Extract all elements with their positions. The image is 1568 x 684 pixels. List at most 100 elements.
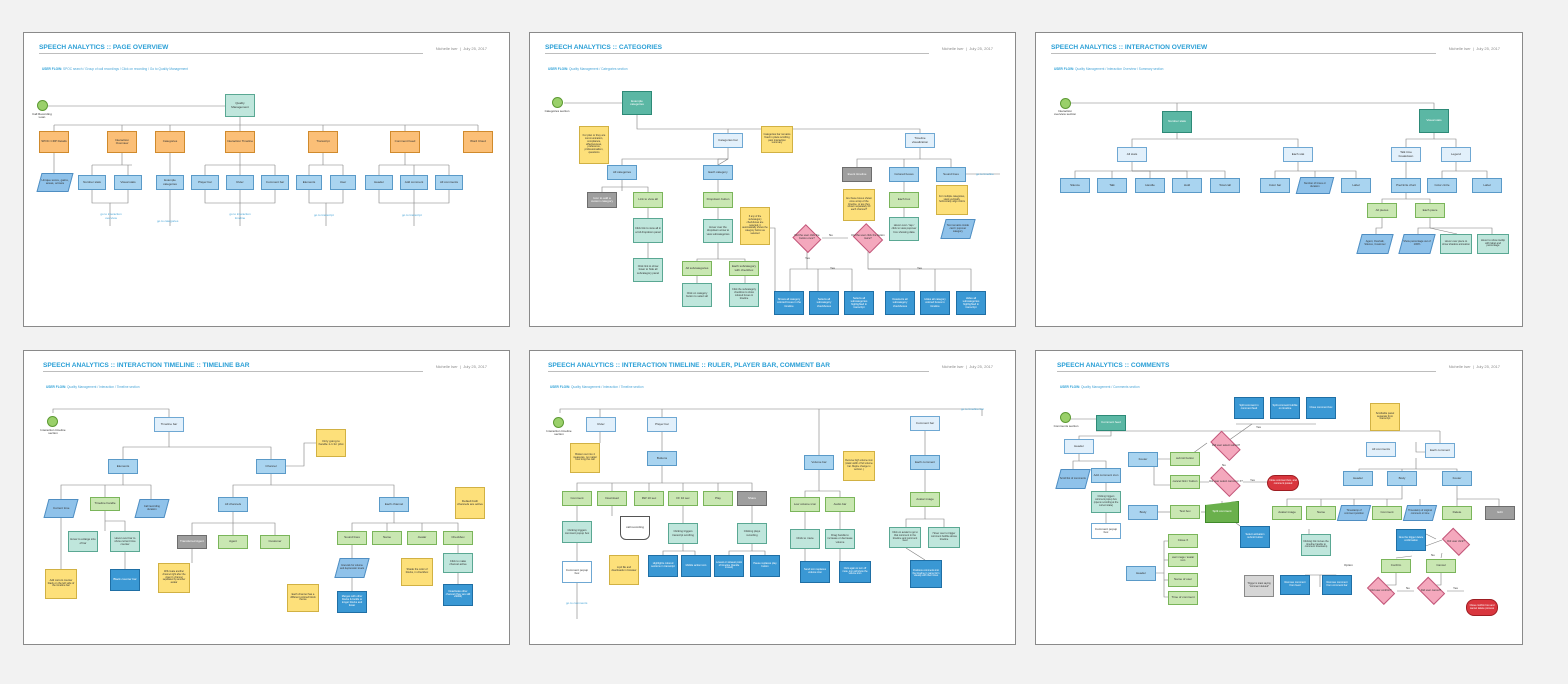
- node-hover-bubble: Hover over to trigger comment bubble abo…: [928, 527, 960, 548]
- node-transferred-agent: Transferred Agent: [177, 535, 207, 549]
- node-quality-management: Quality Management: [225, 94, 255, 117]
- node-show-fewer: Click link to show fewer to hide all sub…: [633, 258, 663, 282]
- node-ruler: Ruler: [226, 175, 254, 190]
- node-transcript-scroll: Clicking triggers transcript scrolling: [668, 523, 698, 544]
- panel-title: SPEECH ANALYTICS :: PAGE OVERVIEW: [39, 44, 169, 51]
- result-hides-boxes: Hides all category colored boxes in time…: [920, 291, 950, 315]
- start-node: [1060, 412, 1071, 423]
- node-time-of-comment: Time of comment: [1168, 591, 1198, 605]
- label-no-3: No: [1406, 586, 1410, 590]
- link-transcript-2[interactable]: go to transcript: [402, 213, 422, 217]
- note-pilot: Only going to handle 1-1 for pilot: [316, 429, 346, 457]
- label-no-1: No: [1222, 463, 1226, 467]
- label-yes-1: Yes: [805, 256, 810, 260]
- user-flow: USER FLOW: Quality Management / Interact…: [550, 385, 644, 389]
- note-another-channel: Will create another channel right after …: [158, 563, 190, 593]
- note-categories-fixed: Categories bar remains fixed in place sc…: [761, 126, 793, 153]
- note-default-channels: Default both channels are active: [455, 487, 485, 519]
- node-cancel-link: cancel link / button: [1170, 475, 1200, 489]
- node-delete-confirmation: Give the trigger delete confirmation: [1396, 529, 1426, 551]
- node-comment-feed: Comment Feed: [390, 131, 420, 153]
- title-rule: [545, 53, 929, 54]
- node-click-mute: Click to mute: [790, 529, 820, 549]
- node-rw-10: RW 10 sec: [634, 491, 664, 506]
- label-no-2: No: [1431, 553, 1435, 557]
- node-example-categories: Example categories: [622, 91, 652, 115]
- note-shade-color: Shade the color of blocks, in checkbox: [401, 558, 433, 586]
- node-interaction-timeline: Interaction Timeline: [225, 131, 255, 153]
- node-cancel: Cancel: [1426, 559, 1456, 573]
- link-timeline-bar[interactable]: go to timeline bar: [961, 407, 985, 411]
- link-comments[interactable]: go to comments: [566, 601, 588, 605]
- panel-comments: SPEECH ANALYTICS :: COMMENTS Nichelle Is…: [1035, 350, 1523, 645]
- node-add-comment-icon: Add comment icon: [1091, 468, 1121, 483]
- node-merges-blocks: Merges with other blocks & builds or lon…: [337, 591, 367, 613]
- title-rule: [548, 371, 929, 372]
- link-categories[interactable]: go to categories: [157, 219, 179, 223]
- start-label: Interaction timeline section: [40, 428, 66, 436]
- note-boxes-question: Are these boxes shown once at top of the…: [843, 189, 875, 221]
- node-remove-bar: Remove comment from comment bar: [1322, 575, 1352, 595]
- node-timeline-visualization: Timeline visualization: [905, 133, 935, 148]
- node-checkbox: Checkbox: [443, 531, 473, 545]
- link-interaction-timeline[interactable]: go to interaction timeline: [229, 212, 251, 220]
- decision-click-twice: Did the user click the button twice?: [851, 225, 885, 251]
- node-legend: Legend: [1441, 147, 1471, 162]
- node-timestamp-original: Timestamp of original comment or time: [1402, 505, 1438, 521]
- node-silence: Silence: [1060, 178, 1090, 193]
- panel-title: SPEECH ANALYTICS :: INTERACTION OVERVIEW: [1051, 44, 1208, 51]
- result-close-posted: Close comment box, and comment posted: [1267, 475, 1299, 491]
- node-ruler: Ruler: [586, 417, 616, 432]
- note-subcategory-selected: If any of the subcategory checkboxes are…: [740, 207, 770, 245]
- label-yes-2: Yes: [1250, 478, 1255, 482]
- node-categories-bar: Categories bar: [713, 133, 743, 148]
- link-timeline[interactable]: go to timeline: [976, 172, 994, 176]
- node-current-time: Current time: [43, 499, 79, 518]
- node-comment-feed: Comment feed: [1096, 415, 1126, 431]
- node-c-header: Header: [1343, 471, 1373, 486]
- start-node: [553, 417, 564, 428]
- panel-title: SPEECH ANALYTICS :: INTERACTION TIMELINE…: [43, 362, 250, 369]
- node-c-footer: Footer: [1442, 471, 1472, 486]
- node-click-avatar: Click on avatar to go to that comment in…: [889, 527, 921, 548]
- node-customer: Customer: [260, 535, 290, 549]
- node-visual-stats: Visual stats: [1419, 109, 1449, 133]
- title-rule: [1057, 371, 1436, 372]
- node-example-categories: Example categories: [156, 175, 184, 190]
- panel-title: SPEECH ANALYTICS :: COMMENTS: [1057, 362, 1170, 369]
- node-each-channel: Each channel: [379, 497, 409, 512]
- node-interaction-overview: Interaction Overview: [107, 131, 137, 153]
- node-each-piece: Each piece: [1415, 203, 1445, 218]
- node-pie-chart: Pie/circle chart: [1391, 178, 1421, 193]
- title-rule: [43, 371, 423, 372]
- node-plays-recording: Clicking plays recording: [737, 523, 767, 544]
- result-hides-highlighted: Hides all subcategories highlighted in t…: [956, 291, 986, 315]
- title-rule: [1051, 53, 1436, 54]
- link-interaction-overview[interactable]: go to interaction overview: [100, 212, 122, 220]
- node-all-stats: All stats: [1117, 147, 1147, 162]
- node-avatar: Avatar: [407, 531, 437, 545]
- result-shows-boxes: Shows all category colored boxes in the …: [774, 291, 804, 315]
- node-deactivate-other: Deactivate other channel (they are still…: [443, 584, 473, 606]
- panel-meta: Nichelle Iser | July 25, 2017: [1448, 364, 1500, 369]
- node-color-bar: Color bar: [1260, 178, 1290, 193]
- node-select-submit: Select activation submit button: [1240, 526, 1270, 548]
- node-add-comment: Add comment: [400, 175, 428, 190]
- node-comment-bar: Comment bar: [261, 175, 289, 190]
- start-node: [552, 97, 563, 108]
- node-intervals: Intervals for volume and depression leve…: [334, 558, 370, 578]
- user-flow: USER FLOW: Quality Management / Categori…: [548, 67, 628, 71]
- label-yes-1: Yes: [1256, 425, 1261, 429]
- panel-ruler-player-comment: SPEECH ANALYTICS :: INTERACTION TIMELINE…: [529, 350, 1016, 645]
- node-black-counter: Black counter bar: [110, 569, 140, 591]
- node-timeline-handle: Timeline handle: [90, 497, 120, 511]
- note-four-measures: Broken out into 4 measures, no matter ho…: [570, 443, 600, 473]
- node-mobile-action: Mobile action icon: [681, 555, 711, 577]
- node-audio-bar: Audio bar: [825, 497, 855, 512]
- node-event-timeline: Event timeline: [842, 167, 872, 182]
- link-transcript-1[interactable]: go to transcript: [314, 213, 334, 217]
- start-label: Call Recording Loan: [32, 112, 52, 120]
- node-hover-popover: Hover over / tap / click to view popover…: [889, 217, 919, 241]
- node-split-timeline: Split comment bubble on timeline: [1270, 397, 1300, 419]
- node-each-comment: Each comment: [1425, 443, 1455, 458]
